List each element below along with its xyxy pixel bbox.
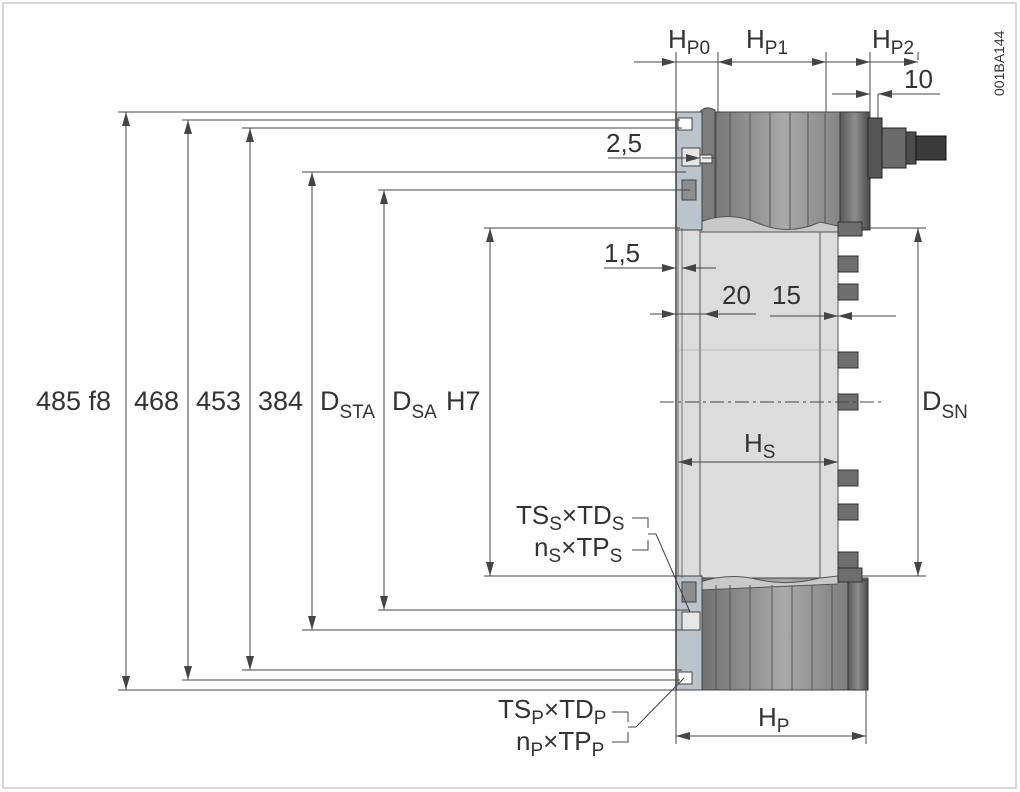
dim-20: 20 xyxy=(722,280,751,310)
dim-hs: HS xyxy=(744,428,775,463)
dim-dsa: DSA xyxy=(392,386,437,423)
dim-hp0: HP0 xyxy=(668,24,710,59)
screw-s-n-tp: nS×TPS xyxy=(534,532,622,567)
screw-s-ts-td: TSS×TDS xyxy=(516,500,624,535)
dim-2-5: 2,5 xyxy=(606,128,642,158)
drawing-id: 001BA144 xyxy=(991,30,1007,96)
machine-body xyxy=(675,107,947,691)
dim-dsn: DSN xyxy=(922,386,968,423)
dim-384: 384 xyxy=(258,386,303,416)
dim-1-5: 1,5 xyxy=(604,238,640,268)
dim-dsa-tolerance: H7 xyxy=(446,386,481,416)
dim-10: 10 xyxy=(904,64,933,94)
dim-hp1: HP1 xyxy=(746,24,788,59)
dim-485: 485 f8 xyxy=(36,386,111,416)
top-labels: HP0 HP1 HP2 10 001BA144 xyxy=(668,24,1007,96)
dim-15: 15 xyxy=(772,280,801,310)
hub-center xyxy=(677,227,839,579)
dim-453: 453 xyxy=(196,386,241,416)
dim-468: 468 xyxy=(134,386,179,416)
lower-disk-stack xyxy=(699,575,869,691)
clamping-flange xyxy=(675,111,713,691)
dimension-lines xyxy=(118,52,940,744)
connector xyxy=(867,117,947,179)
dim-hp2: HP2 xyxy=(872,24,914,59)
detail-labels: 2,5 1,5 20 15 HS HP xyxy=(604,128,801,737)
screw-labels: TSS×TDS nS×TPS TSP×TDP nP×TPP xyxy=(498,500,624,761)
upper-disk-stack xyxy=(699,107,871,233)
dim-dsta: DSTA xyxy=(320,386,375,423)
screw-p-n-tp: nP×TPP xyxy=(516,726,604,761)
dim-hp: HP xyxy=(758,702,789,737)
left-diameter-labels: 485 f8 468 453 384 DSTA DSA H7 DSN xyxy=(36,386,968,423)
screw-p-ts-td: TSP×TDP xyxy=(498,694,606,729)
